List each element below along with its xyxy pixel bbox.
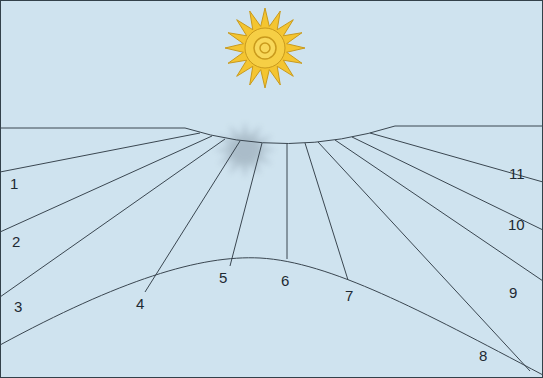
hour-line (145, 141, 240, 292)
hour-number: 6 (281, 273, 289, 288)
hour-line (318, 142, 530, 371)
sun-core (260, 43, 270, 53)
hour-number: 11 (509, 166, 525, 181)
hour-number: 10 (508, 217, 525, 232)
shadow-shape (213, 121, 277, 179)
hour-line (305, 143, 348, 280)
hour-number: 4 (136, 296, 144, 311)
hour-line (335, 140, 543, 281)
hour-lines (0, 133, 543, 371)
hour-line (230, 143, 262, 266)
horizon-line (0, 126, 543, 144)
sun-symbol (225, 8, 305, 88)
hour-number: 5 (219, 270, 227, 285)
hour-line (0, 136, 212, 232)
hour-number: 9 (509, 285, 517, 300)
base-curve (0, 258, 543, 375)
hour-line (0, 133, 200, 172)
hour-line (287, 144, 288, 259)
hour-line (370, 133, 543, 182)
sun-ring (254, 37, 276, 59)
hour-number: 8 (479, 348, 487, 363)
sun-disk (245, 28, 285, 68)
hour-number: 7 (345, 288, 353, 303)
gnomon-shadow (213, 121, 277, 179)
sun-rays (225, 8, 305, 88)
hour-number: 1 (10, 176, 18, 191)
hour-number: 3 (14, 299, 22, 314)
hour-number: 2 (12, 234, 20, 249)
